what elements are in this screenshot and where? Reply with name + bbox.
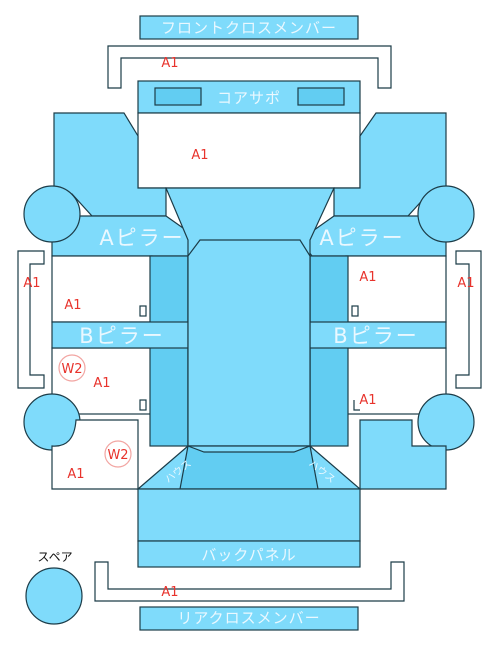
- roof-panel[interactable]: [187, 239, 311, 447]
- left-side-sill[interactable]: [17, 250, 45, 389]
- right-a-pillar-label: Aピラー: [319, 226, 404, 250]
- spare-label: スペア: [37, 550, 72, 564]
- rear-cross-member-label: リアクロスメンバー: [177, 609, 320, 627]
- right-rear-wheel[interactable]: [417, 393, 475, 451]
- front-cross-member-label: フロントクロスメンバー: [161, 19, 337, 37]
- mark-front-cross: A1: [161, 56, 178, 71]
- left-a-pillar-label: Aピラー: [99, 226, 184, 250]
- right-front-door-handle: [351, 305, 359, 317]
- left-front-door-handle: [139, 305, 147, 317]
- trunk-lid[interactable]: [179, 445, 319, 490]
- right-b-pillar-label: Bピラー: [333, 324, 418, 348]
- rear-floor[interactable]: [137, 488, 361, 542]
- mark-left-rear-door: A1: [93, 376, 110, 391]
- w2-ring-left-rear: [58, 354, 86, 382]
- back-panel-label: バックパネル: [201, 546, 296, 564]
- mark-right-front-door: A1: [359, 270, 376, 285]
- headlight-left-icon: [154, 87, 202, 106]
- mark-right-side-sill: A1: [457, 276, 474, 291]
- right-front-door[interactable]: [345, 255, 447, 323]
- mark-rear-cross: A1: [161, 585, 178, 600]
- left-rear-door-handle: [139, 399, 147, 411]
- right-front-wheel[interactable]: [417, 185, 475, 243]
- mark-left-front-door: A1: [64, 298, 81, 313]
- right-b-pillar[interactable]: [307, 321, 447, 349]
- headlight-right-icon: [297, 87, 345, 106]
- mark-left-quarter: A1: [67, 467, 84, 482]
- right-quarter-panel[interactable]: [359, 419, 447, 490]
- right-side-sill[interactable]: [455, 250, 482, 389]
- mark-left-side-sill: A1: [23, 276, 40, 291]
- rear-bracket: [94, 561, 405, 602]
- left-b-pillar-label: Bピラー: [79, 324, 164, 348]
- core-support-label: コアサポ: [217, 89, 281, 107]
- hood-area[interactable]: [137, 112, 361, 189]
- mark-left-rear-door-w: W2: [61, 362, 82, 377]
- front-bracket: [107, 45, 392, 89]
- right-roof-rail[interactable]: [309, 255, 349, 447]
- front-cross-member[interactable]: [139, 15, 359, 40]
- spare-tire[interactable]: [25, 567, 83, 625]
- left-front-wheel[interactable]: [23, 185, 81, 243]
- back-panel[interactable]: [137, 540, 361, 568]
- rear-cross-member[interactable]: [139, 606, 359, 631]
- mark-right-rear-door: A1: [359, 393, 376, 408]
- left-front-door[interactable]: [51, 255, 153, 323]
- left-roof-rail[interactable]: [149, 255, 189, 447]
- mark-left-quarter-w: W2: [107, 448, 128, 463]
- w2-ring-left-quarter: [104, 440, 132, 468]
- mark-core-area: A1: [191, 148, 208, 163]
- left-quarter-panel[interactable]: [51, 419, 139, 490]
- right-rear-door-handle: [353, 400, 360, 411]
